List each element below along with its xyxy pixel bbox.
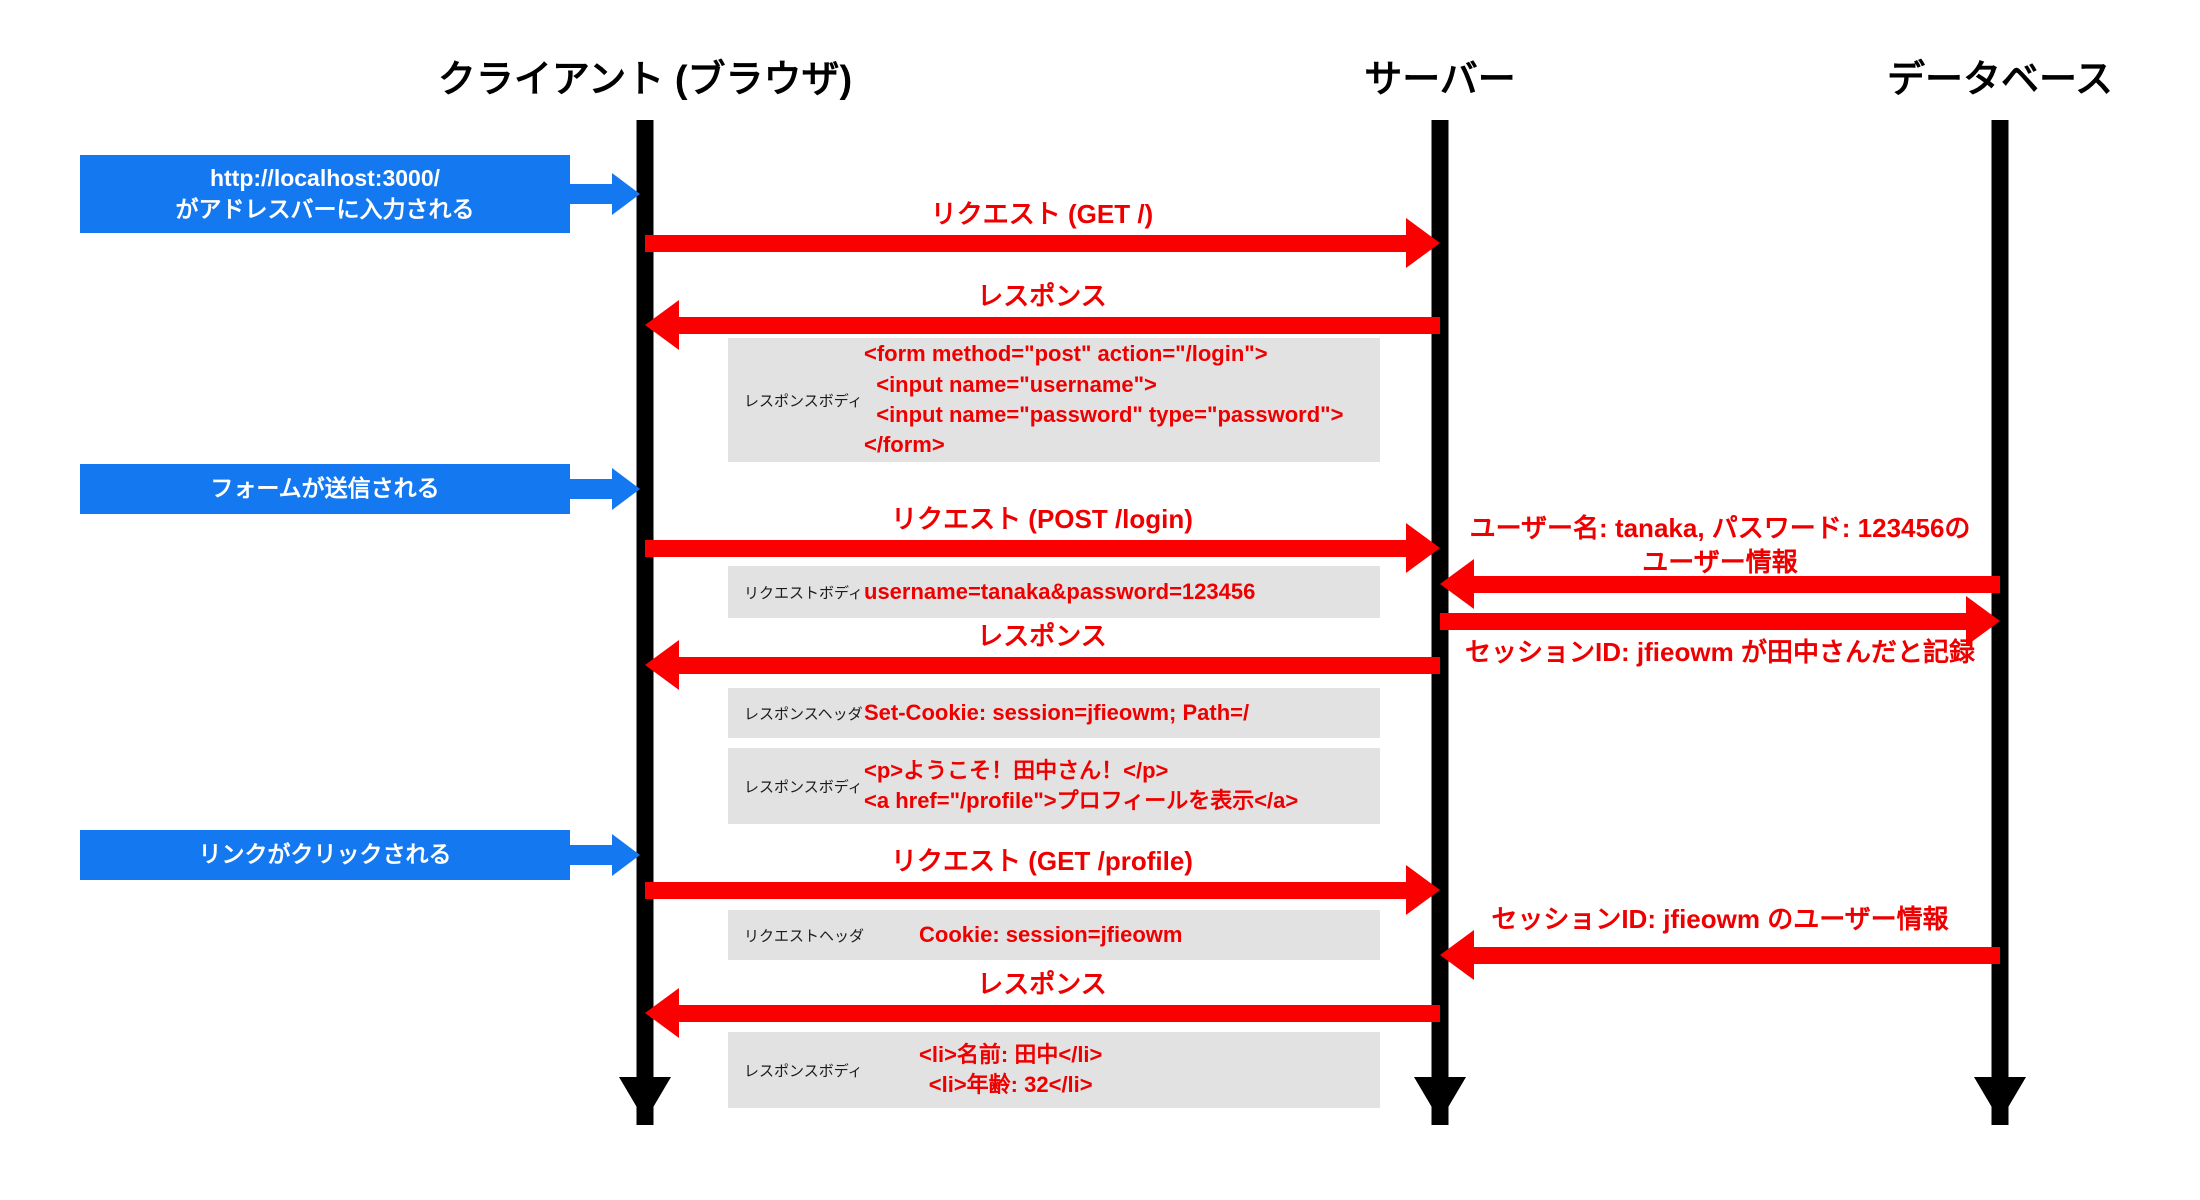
message-label-res-root: レスポンス <box>977 281 1107 311</box>
actor-arrow-shaft-link-clicked <box>570 845 618 865</box>
detail-tag-response-body-login-form: レスポンスボディ <box>744 392 863 410</box>
detail-tag-request-body-credentials: リクエストボディ <box>744 584 863 602</box>
lifeline-header-client: クライアント (ブラウザ) <box>437 59 853 101</box>
detail-body-response-header-set-cookie: Set-Cookie: session=jfieowm; Path=/ <box>864 699 1250 725</box>
actor-event-url-entered: http://localhost:3000/ がアドレスバーに入力される <box>80 155 570 233</box>
message-label-db-query-user: ユーザー名: tanaka, パスワード: 123456の ユーザー情報 <box>1470 512 1971 580</box>
message-shaft-req-post-login <box>645 540 1406 557</box>
detail-panel-response-body-profile: レスポンスボディ <li>名前: 田中</li> <li>年齢: 32</li> <box>728 1032 1380 1108</box>
actor-arrow-head-link-clicked <box>612 834 640 876</box>
message-arrowhead-db-lookup-session <box>1440 930 1474 980</box>
message-shaft-db-store-session <box>1440 613 1966 630</box>
message-shaft-res-login <box>679 657 1440 674</box>
message-shaft-req-get-root <box>645 235 1406 252</box>
detail-panel-response-body-welcome: レスポンスボディ <p>ようこそ！田中さん！</p> <a href="/pro… <box>728 748 1380 824</box>
lifeline-end-arrow-server <box>1414 1077 1466 1121</box>
detail-panel-request-header-cookie: リクエストヘッダ Cookie: session=jfieowm <box>728 910 1380 960</box>
lifeline-bar-database <box>1991 120 2009 1125</box>
lifeline-end-arrow-client <box>619 1077 671 1121</box>
detail-panel-response-header-set-cookie: レスポンスヘッダ Set-Cookie: session=jfieowm; Pa… <box>728 688 1380 738</box>
message-label-req-post-login: リクエスト (POST /login) <box>891 504 1193 534</box>
actor-event-link-clicked-line1: リンクがクリックされる <box>198 841 452 868</box>
message-arrowhead-res-login <box>645 640 679 690</box>
message-arrowhead-db-store-session <box>1966 596 2000 646</box>
actor-arrow-head-url-entered <box>612 173 640 215</box>
message-shaft-db-lookup-session <box>1474 947 2000 964</box>
actor-event-url-entered-line2: がアドレスバーに入力される <box>175 196 475 222</box>
lifeline-header-server: サーバー <box>1364 59 1516 101</box>
detail-panel-response-body-login-form: レスポンスボディ <form method="post" action="/lo… <box>728 338 1380 462</box>
actor-event-url-entered-line1: http://localhost:3000/ <box>209 164 441 191</box>
message-label-db-query-user-line1: ユーザー名: tanaka, パスワード: 123456の <box>1469 513 1971 543</box>
message-label-res-login: レスポンス <box>977 621 1107 651</box>
message-label-db-lookup-session: セッションID: jfieowm のユーザー情報 <box>1491 904 1949 934</box>
message-arrowhead-req-post-login <box>1406 523 1440 573</box>
lifeline-end-arrow-database <box>1974 1077 2026 1121</box>
message-arrowhead-res-root <box>645 300 679 350</box>
message-shaft-db-query-user <box>1474 576 2000 593</box>
message-arrowhead-res-profile <box>645 988 679 1038</box>
message-shaft-res-root <box>679 317 1440 334</box>
actor-event-form-submit: フォームが送信される <box>80 464 570 514</box>
detail-body-response-body-login-form: <form method="post" action="/login"> <in… <box>864 341 1344 458</box>
actor-arrow-shaft-url-entered <box>570 184 618 204</box>
detail-tag-response-body-profile: レスポンスボディ <box>744 1062 863 1080</box>
detail-body-response-body-profile: <li>名前: 田中</li> <li>年齢: 32</li> <box>919 1041 1103 1097</box>
lifeline-bar-client <box>636 120 654 1125</box>
actor-event-form-submit-line1: フォームが送信される <box>210 475 440 502</box>
actor-arrow-head-form-submit <box>612 468 640 510</box>
message-label-db-store-session: セッションID: jfieowm が田中さんだと記録 <box>1465 637 1975 667</box>
detail-body-request-body-credentials: username=tanaka&password=123456 <box>864 578 1256 604</box>
message-arrowhead-req-get-root <box>1406 218 1440 268</box>
message-label-res-profile: レスポンス <box>977 969 1107 999</box>
detail-tag-request-header-cookie: リクエストヘッダ <box>744 927 865 945</box>
detail-panel-request-body-credentials: リクエストボディ username=tanaka&password=123456 <box>728 566 1380 618</box>
message-arrowhead-db-query-user <box>1440 559 1474 609</box>
message-label-req-get-profile: リクエスト (GET /profile) <box>891 846 1193 876</box>
message-shaft-res-profile <box>679 1005 1440 1022</box>
detail-body-response-body-welcome: <p>ようこそ！田中さん！</p> <a href="/profile">プロフ… <box>864 757 1299 813</box>
message-label-req-get-root: リクエスト (GET /) <box>930 199 1154 229</box>
message-label-db-query-user-line2: ユーザー情報 <box>1642 546 1798 577</box>
lifeline-header-database: データベース <box>1886 59 2114 101</box>
message-arrowhead-req-get-profile <box>1406 865 1440 915</box>
actor-arrow-shaft-form-submit <box>570 479 618 499</box>
message-shaft-req-get-profile <box>645 882 1406 899</box>
detail-tag-response-header-set-cookie: レスポンスヘッダ <box>744 705 863 723</box>
detail-body-request-header-cookie: Cookie: session=jfieowm <box>919 921 1183 947</box>
detail-tag-response-body-welcome: レスポンスボディ <box>744 778 863 796</box>
actor-event-link-clicked: リンクがクリックされる <box>80 830 570 880</box>
